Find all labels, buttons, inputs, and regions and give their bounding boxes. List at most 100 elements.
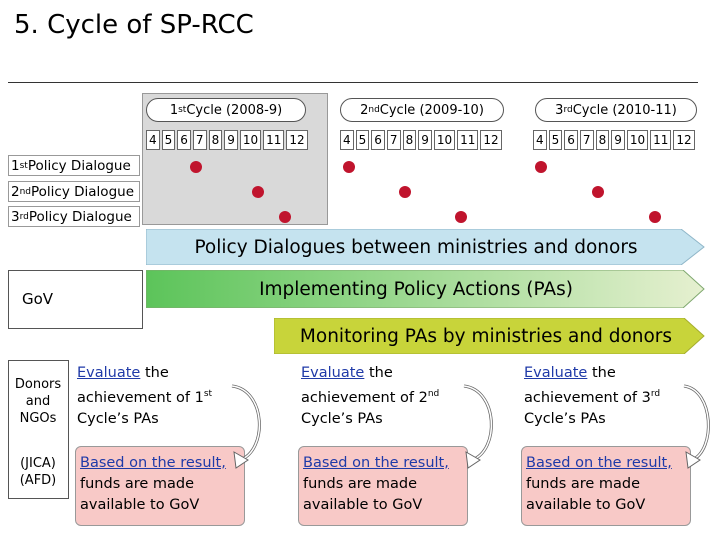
dialogue-1-cycle-1-dot bbox=[190, 161, 202, 173]
dialogue-2-ordinal: nd bbox=[19, 186, 32, 197]
cycle-3-text: Cycle (2010-11) bbox=[572, 102, 677, 118]
month-cell: 7 bbox=[579, 130, 594, 150]
evaluate-link[interactable]: Evaluate bbox=[301, 365, 365, 381]
dialogue-3-ordinal: rd bbox=[19, 211, 29, 222]
evaluate-ordinal: nd bbox=[427, 389, 440, 399]
funding-text: funds are made bbox=[526, 476, 641, 492]
gov-label: GoV bbox=[22, 290, 54, 308]
month-cell: 5 bbox=[161, 130, 176, 150]
cycle-2-months: 4 5 6 7 8 9 10 11 12 bbox=[340, 130, 502, 150]
implementing-band-label: Implementing Policy Actions (PAs) bbox=[259, 278, 573, 300]
jica-label: (JICA) bbox=[20, 456, 56, 471]
funding-link[interactable]: Based on the result, bbox=[80, 455, 226, 471]
dialogue-1-text: Policy Dialogue bbox=[27, 157, 131, 174]
implementing-band bbox=[146, 270, 705, 308]
evaluate-text: the bbox=[364, 365, 393, 381]
policy-dialogue-band-label: Policy Dialogues between ministries and … bbox=[194, 236, 638, 258]
evaluate-text: achievement of 2 bbox=[301, 389, 428, 406]
evaluate-text: Cycle’s PAs bbox=[301, 410, 383, 427]
monitoring-band-label: Monitoring PAs by ministries and donors bbox=[299, 325, 673, 347]
loop-arrow-icon bbox=[683, 384, 710, 469]
evaluate-cycle-2: Evaluate the achievement of 2nd Cycle’s … bbox=[301, 363, 466, 430]
cycle-2-ordinal: nd bbox=[368, 105, 380, 115]
evaluate-text: achievement of 3 bbox=[524, 389, 651, 406]
funding-text: available to GoV bbox=[526, 497, 646, 513]
dialogue-3-cycle-3-dot bbox=[649, 211, 661, 223]
donors-box bbox=[8, 360, 69, 499]
month-cell: 4 bbox=[340, 130, 354, 150]
month-cell: 9 bbox=[611, 130, 625, 150]
cycle-1-ordinal: st bbox=[178, 105, 187, 115]
loop-arrow-icon bbox=[231, 384, 261, 469]
month-cell: 12 bbox=[286, 130, 308, 150]
cycle-3-number: 3 bbox=[555, 102, 564, 118]
month-cell: 7 bbox=[192, 130, 207, 150]
evaluate-text: achievement of 1 bbox=[77, 389, 204, 406]
evaluate-cycle-1: Evaluate the achievement of 1st Cycle’s … bbox=[77, 363, 242, 430]
dialogue-2-cycle-3-dot bbox=[592, 186, 604, 198]
page-title: 5. Cycle of SP-RCC bbox=[14, 10, 254, 40]
evaluate-cycle-3: Evaluate the achievement of 3rd Cycle’s … bbox=[524, 363, 689, 430]
month-cell: 9 bbox=[418, 130, 432, 150]
cycle-3-months: 4 5 6 7 8 9 10 11 12 bbox=[533, 130, 695, 150]
month-cell: 11 bbox=[457, 130, 479, 150]
policy-dialogue-band bbox=[146, 229, 705, 265]
cycle-3-ordinal: rd bbox=[563, 105, 573, 115]
evaluate-ordinal: st bbox=[203, 389, 213, 399]
monitoring-band bbox=[274, 318, 705, 354]
cycle-2-number: 2 bbox=[360, 102, 369, 118]
donors-label: Donors and NGOs bbox=[8, 376, 68, 427]
dialogue-1-number: 1 bbox=[11, 157, 20, 174]
month-cell: 11 bbox=[263, 130, 285, 150]
dialogue-2-text: Policy Dialogue bbox=[31, 183, 134, 200]
month-cell: 4 bbox=[146, 130, 160, 150]
dialogue-3-number: 3 bbox=[11, 208, 20, 225]
loop-arrow-icon bbox=[463, 384, 493, 469]
cycle-1-number: 1 bbox=[169, 102, 179, 118]
evaluate-link[interactable]: Evaluate bbox=[77, 365, 141, 381]
dialogue-3-text: Policy Dialogue bbox=[28, 208, 132, 225]
month-cell: 8 bbox=[208, 130, 223, 150]
funding-cycle-3: Based on the result, funds are made avai… bbox=[521, 446, 691, 526]
agencies-label: (JICA) (AFD) bbox=[8, 455, 68, 489]
month-cell: 4 bbox=[533, 130, 547, 150]
month-cell: 8 bbox=[595, 130, 610, 150]
month-cell: 10 bbox=[239, 130, 262, 150]
month-cell: 5 bbox=[548, 130, 563, 150]
month-cell: 10 bbox=[433, 130, 456, 150]
month-cell: 5 bbox=[355, 130, 370, 150]
evaluate-link[interactable]: Evaluate bbox=[524, 365, 588, 381]
cycle-2-text: Cycle (2009-10) bbox=[379, 102, 484, 118]
funding-cycle-1: Based on the result, funds are made avai… bbox=[75, 446, 245, 526]
dialogue-1-cycle-2-dot bbox=[343, 161, 355, 173]
donors-line: and bbox=[25, 394, 51, 409]
month-cell: 11 bbox=[650, 130, 672, 150]
evaluate-ordinal: rd bbox=[650, 389, 661, 399]
dialogue-2-cycle-1-dot bbox=[252, 186, 264, 198]
dialogue-2-number: 2 bbox=[11, 183, 20, 200]
funding-link[interactable]: Based on the result, bbox=[303, 455, 449, 471]
title-divider bbox=[8, 82, 698, 83]
month-cell: 10 bbox=[626, 130, 649, 150]
cycle-1-months: 4 5 6 7 8 9 10 11 12 bbox=[146, 130, 308, 150]
evaluate-text: the bbox=[140, 365, 169, 381]
month-cell: 9 bbox=[224, 130, 238, 150]
month-cell: 8 bbox=[402, 130, 417, 150]
gov-box bbox=[8, 270, 143, 329]
month-cell: 6 bbox=[177, 130, 191, 150]
funding-text: available to GoV bbox=[303, 497, 423, 513]
funding-link[interactable]: Based on the result, bbox=[526, 455, 672, 471]
donors-line: Donors bbox=[14, 377, 62, 392]
evaluate-text: the bbox=[587, 365, 616, 381]
afd-label: (AFD) bbox=[19, 473, 57, 488]
funding-text: funds are made bbox=[80, 476, 195, 492]
donors-line: NGOs bbox=[19, 411, 57, 426]
month-cell: 6 bbox=[564, 130, 578, 150]
funding-text: funds are made bbox=[303, 476, 418, 492]
funding-text: available to GoV bbox=[80, 497, 200, 513]
